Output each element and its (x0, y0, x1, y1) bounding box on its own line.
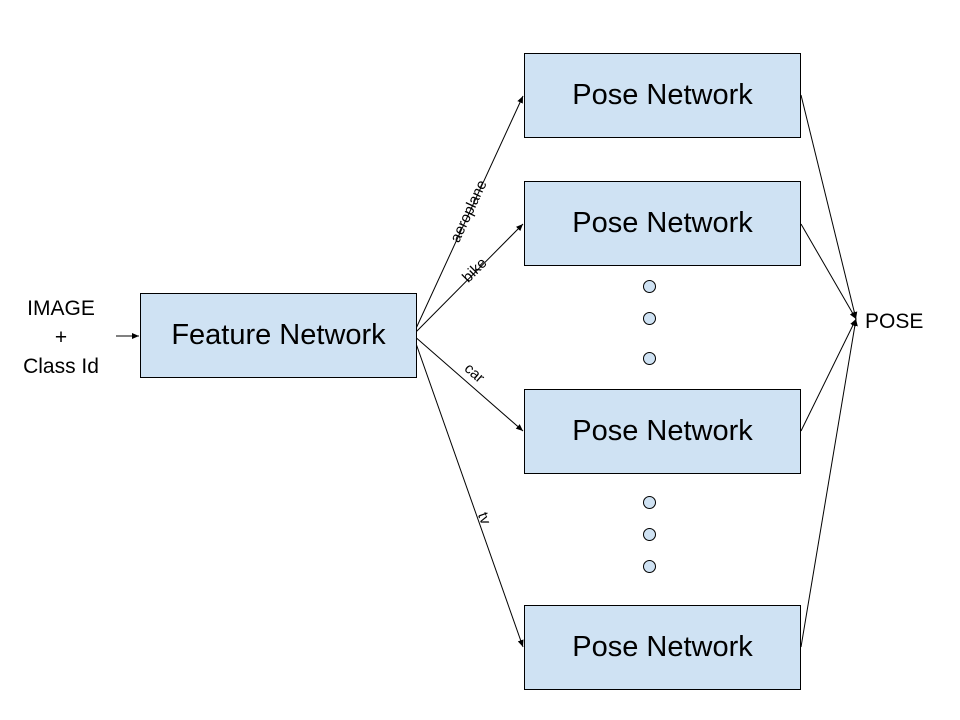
pose-network-node: Pose Network (524, 389, 801, 474)
pose-network-label: Pose Network (572, 79, 753, 111)
ellipsis-dot (643, 496, 656, 509)
edge-car (412, 334, 524, 432)
edge-tv (412, 334, 524, 648)
input-label-image: IMAGE (27, 297, 95, 320)
ellipsis-dot (643, 560, 656, 573)
ellipsis-dot (643, 312, 656, 325)
feature-network-node: Feature Network (140, 293, 417, 378)
edge-pose-3-output (800, 318, 857, 432)
ellipsis-dot (643, 528, 656, 541)
input-label-plus: + (54, 326, 68, 349)
edge-bike (412, 223, 524, 336)
pose-network-node: Pose Network (524, 181, 801, 266)
pose-output-label: POSE (865, 310, 924, 333)
edge-pose-4-output (800, 318, 858, 648)
edge-pose-2-output (800, 223, 857, 320)
pose-network-label: Pose Network (572, 207, 753, 239)
pose-network-node: Pose Network (524, 53, 801, 138)
pose-network-node: Pose Network (524, 605, 801, 690)
ellipsis-dot (643, 280, 656, 293)
pose-network-label: Pose Network (572, 631, 753, 663)
input-label-class-id: Class Id (23, 355, 99, 378)
feature-network-label: Feature Network (171, 319, 386, 351)
input-label: IMAGE + Class Id (10, 294, 112, 381)
ellipsis-dot (643, 352, 656, 365)
edge-aeroplane (412, 95, 524, 336)
pose-network-label: Pose Network (572, 415, 753, 447)
edge-pose-1-output (800, 94, 858, 320)
